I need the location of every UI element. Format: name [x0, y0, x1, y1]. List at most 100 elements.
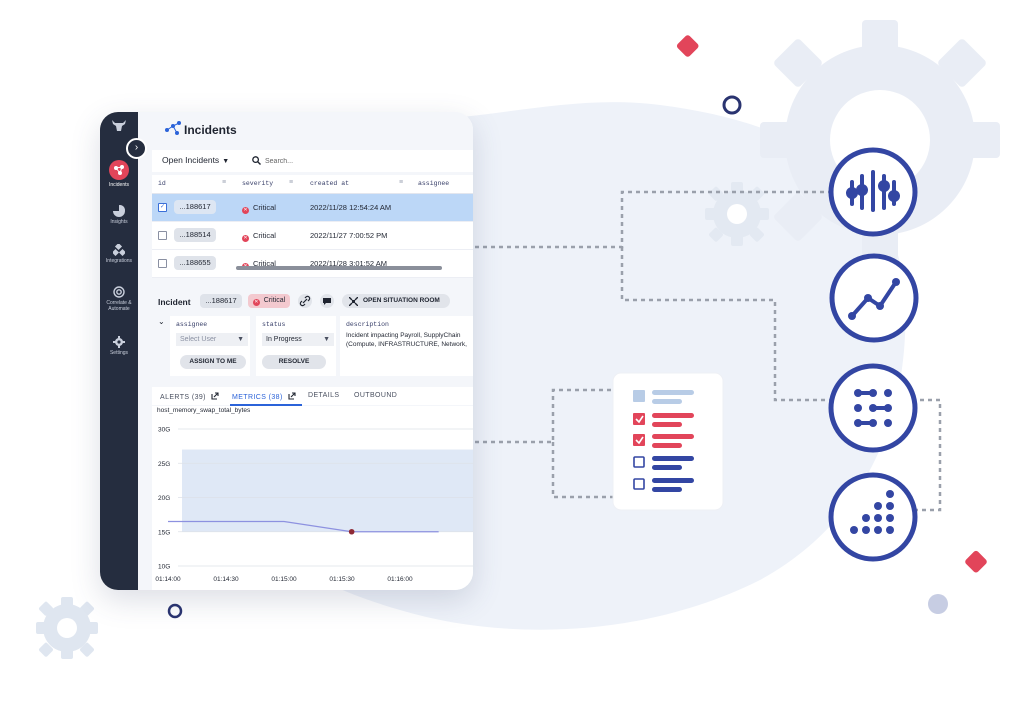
detail-tabs: ALERTS (39) METRICS (38) DETAILS OUTBOUN… — [152, 387, 473, 406]
table-header: id ≡ severity ≡ created at ≡ assignee — [152, 175, 473, 194]
sidebar-item-insights[interactable]: Insights — [100, 205, 138, 225]
link-button[interactable] — [298, 294, 312, 308]
search-box — [252, 154, 473, 168]
tab-label: METRICS (38) — [232, 394, 283, 401]
created-at-cell: 2022/11/27 7:00:52 PM — [310, 231, 388, 240]
sidebar-item-label: Settings — [109, 350, 129, 356]
horizontal-scrollbar[interactable] — [236, 266, 442, 270]
assignee-placeholder: Select User — [180, 336, 217, 343]
incident-filter-dropdown[interactable]: Open Incidents▼ — [162, 155, 229, 165]
gear-icon — [113, 336, 125, 348]
created-at-cell: 2022/11/28 3:01:52 AM — [310, 259, 388, 268]
situation-room-icon — [349, 297, 358, 306]
tab-metrics[interactable]: METRICS (38) — [232, 392, 296, 401]
checklist-card — [612, 372, 724, 511]
incidents-table: id ≡ severity ≡ created at ≡ assignee ✓ … — [152, 175, 473, 278]
x-tick-label: 01:15:30 — [329, 576, 355, 583]
critical-icon: ✕ — [252, 299, 260, 306]
toolbar: Open Incidents▼ — [152, 150, 473, 172]
table-row[interactable]: ...188514 ✕ Critical 2022/11/27 7:00:52 P… — [152, 222, 473, 250]
sidebar-item-label: Insights — [110, 219, 128, 225]
column-menu-icon[interactable]: ≡ — [289, 179, 294, 186]
tab-outbound[interactable]: OUTBOUND — [354, 392, 398, 399]
column-header-created-at[interactable]: created at — [310, 180, 350, 187]
correlate-icon — [113, 286, 125, 298]
critical-icon: ✕ — [242, 235, 249, 242]
external-link-icon — [211, 392, 219, 400]
table-row[interactable]: ...188655 ✕Critical 2022/11/28 3:01:52 A… — [152, 250, 473, 278]
red-diamond-icon — [965, 550, 987, 573]
y-tick-label: 20G — [158, 495, 170, 502]
incidents-icon — [165, 121, 181, 135]
sliders-icon — [828, 147, 918, 237]
y-tick-label: 15G — [158, 529, 170, 536]
column-menu-icon[interactable]: ≡ — [399, 179, 404, 186]
description-line: Incident impacting Payroll, SupplyChain — [346, 332, 461, 339]
sidebar-item-correlate[interactable]: Correlate & Automate — [100, 286, 138, 312]
detail-title: Incident — [158, 297, 191, 307]
column-header-severity[interactable]: severity — [242, 180, 274, 187]
sidebar-item-label: Automate — [108, 306, 130, 312]
page-title: Incidents — [184, 123, 237, 137]
filter-label: Open Incidents — [162, 155, 220, 165]
open-situation-room-button[interactable]: OPEN SITUATION ROOM — [342, 294, 450, 308]
severity-cell: ✕Critical — [242, 203, 276, 214]
status-select[interactable]: In Progress ▼ — [262, 333, 334, 346]
chevron-down-icon[interactable]: ⌄ — [158, 317, 165, 326]
sidebar-collapse-button[interactable]: › — [126, 138, 147, 159]
assignee-label: assignee — [176, 321, 208, 328]
ring-icon — [167, 603, 183, 619]
description-line: (Compute, INFRASTRUCTURE, Network, — [346, 341, 467, 348]
severity-text: Critical — [253, 203, 276, 212]
row-checkbox[interactable] — [158, 259, 167, 268]
x-tick-label: 01:15:00 — [271, 576, 297, 583]
detail-severity-text: Critical — [263, 297, 286, 304]
pie-chart-icon — [113, 205, 125, 217]
normal-range-band — [182, 449, 473, 532]
incident-id[interactable]: ...188617 — [174, 200, 216, 214]
description-text: Incident impacting Payroll, SupplyChain … — [346, 331, 473, 349]
severity-text: Critical — [253, 231, 276, 240]
x-tick-label: 01:14:30 — [213, 576, 239, 583]
tab-details[interactable]: DETAILS — [308, 392, 340, 399]
created-at-cell: 2022/11/28 12:54:24 AM — [310, 203, 392, 212]
detail-incident-id[interactable]: ...188617 — [200, 294, 242, 308]
trend-line-icon — [829, 253, 919, 343]
connected-nodes-icon — [828, 363, 918, 453]
tab-alerts[interactable]: ALERTS (39) — [160, 392, 219, 401]
y-tick-label: 25G — [158, 461, 170, 468]
table-row[interactable]: ✓ ...188617 ✕Critical 2022/11/28 12:54:2… — [152, 194, 473, 222]
row-checkbox[interactable]: ✓ — [158, 203, 167, 212]
sidebar-item-label: Incidents — [108, 182, 129, 188]
row-checkbox[interactable] — [158, 231, 167, 240]
assignee-select[interactable]: Select User ▼ — [176, 333, 248, 346]
column-header-assignee[interactable]: assignee — [418, 180, 450, 187]
incident-id[interactable]: ...188514 — [174, 228, 216, 242]
caret-down-icon: ▼ — [323, 336, 330, 343]
column-header-id[interactable]: id — [158, 180, 166, 187]
status-card: status In Progress ▼ RESOLVE — [256, 316, 336, 376]
search-icon — [252, 156, 261, 165]
y-tick-label: 30G — [158, 427, 170, 434]
sidebar-item-settings[interactable]: Settings — [100, 336, 138, 356]
search-input[interactable] — [265, 154, 465, 168]
dot-icon — [928, 594, 948, 614]
app-window: Incidents Insights Integrations Correlat… — [100, 112, 473, 590]
red-diamond-icon — [676, 35, 699, 57]
data-point-marker — [348, 528, 355, 535]
ring-icon — [722, 95, 742, 115]
sidebar-item-label: Correlate & — [106, 300, 132, 306]
series-line — [168, 520, 439, 533]
comment-icon — [323, 298, 331, 305]
incident-id[interactable]: ...188655 — [174, 256, 216, 270]
sidebar-item-integrations[interactable]: Integrations — [100, 244, 138, 264]
assign-to-me-button[interactable]: ASSIGN TO ME — [180, 355, 246, 369]
resolve-button[interactable]: RESOLVE — [262, 355, 326, 369]
assignee-card: assignee Select User ▼ ASSIGN TO ME — [170, 316, 250, 376]
sidebar-item-incidents[interactable]: Incidents — [100, 160, 138, 188]
severity-text: Critical — [253, 259, 276, 268]
chart-title: host_memory_swap_total_bytes — [157, 407, 251, 414]
comment-button[interactable] — [320, 294, 334, 308]
column-menu-icon[interactable]: ≡ — [222, 179, 227, 186]
sidebar-item-label: Integrations — [105, 258, 133, 264]
